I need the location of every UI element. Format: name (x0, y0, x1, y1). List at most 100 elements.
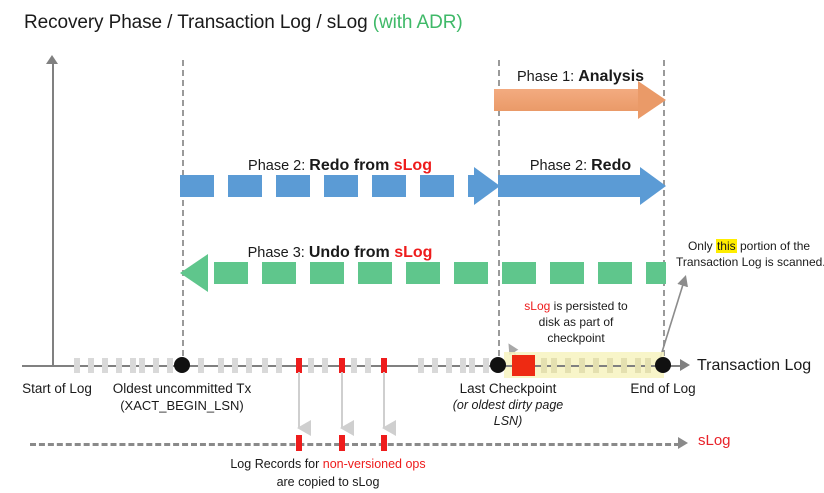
phase-3-arrow (180, 254, 666, 292)
guide-last-checkpoint (498, 60, 500, 366)
copy-arrows-group (297, 372, 396, 436)
log-record-tick (167, 358, 173, 373)
dash-segment (262, 262, 296, 284)
log-record-tick (218, 358, 224, 373)
dash-segment (358, 262, 392, 284)
transaction-log-arrowhead-icon (680, 359, 690, 371)
slog-arrowhead-icon (678, 437, 688, 449)
log-record-tick-nonversioned (339, 358, 345, 373)
dash-segment (550, 262, 584, 284)
log-record-tick (469, 358, 475, 373)
callout-slog-persist-line3: checkpoint (547, 331, 605, 346)
bottom-note-copied-to-slog: Log Records for non-versioned ops are co… (178, 456, 478, 491)
page-title-main: Recovery Phase / Transaction Log / sLog (24, 12, 373, 33)
slog-axis (30, 443, 680, 446)
log-record-tick (153, 358, 159, 373)
phase-2-name: Redo (591, 157, 632, 174)
log-record-tick (579, 358, 585, 373)
dash-segment (276, 175, 310, 197)
guide-oldest-uncommitted-tx (182, 60, 184, 366)
callout-slog-persist-line2: disk as part of (538, 315, 614, 330)
log-record-tick (88, 358, 94, 373)
phase-2-arrow (498, 167, 666, 205)
bottom-note-line1: Log Records for non-versioned ops (178, 456, 478, 474)
node-oldest-uncommitted-tx (174, 357, 190, 373)
phase-2-slog-arrow (180, 167, 500, 205)
callout-scanned-leader-icon (657, 274, 688, 366)
dash-segment (454, 262, 488, 284)
oldest-uncommitted-tx-line1: Oldest uncommitted Tx (112, 381, 252, 396)
page-title-adr: (with ADR) (372, 12, 463, 33)
dash-segment (598, 262, 632, 284)
last-checkpoint-line3: LSN) (493, 413, 523, 428)
phase-3-prefix: Phase 3: (247, 245, 309, 261)
end-of-log-line1: End of Log (630, 381, 696, 396)
phase-2-slog-prefix: Phase 2: (248, 158, 310, 174)
y-axis (52, 62, 54, 366)
label-start-of-log: Start of Log (12, 381, 102, 398)
dash-segment (468, 175, 474, 197)
phase-2-slog-name: Redo from (309, 157, 394, 174)
bottom-note-red: non-versioned ops (322, 457, 426, 471)
phase-1-arrow-head-icon (638, 81, 666, 119)
log-record-tick (541, 358, 547, 373)
node-last-checkpoint (490, 357, 506, 373)
callout-scanned-highlight: this (715, 239, 737, 253)
phase-2-label: Phase 2: Redo (498, 157, 663, 175)
y-axis-arrowhead-icon (46, 55, 58, 64)
log-record-tick (262, 358, 268, 373)
callout-scanned-post: portion of the (736, 239, 811, 253)
log-record-tick (116, 358, 122, 373)
dash-segment (502, 262, 536, 284)
callout-slog-persist: sLog is persisted to disk as part of che… (506, 298, 646, 347)
node-end-of-log (655, 357, 671, 373)
log-record-tick (246, 358, 252, 373)
log-record-tick (102, 358, 108, 373)
phase-1-label: Phase 1: Analysis (498, 68, 663, 86)
phase-3-name: Undo from (308, 244, 395, 261)
log-record-tick (621, 358, 627, 373)
callout-scanned-line2: Transaction Log is scanned. (676, 255, 824, 270)
log-record-tick (351, 358, 357, 373)
phase-2-prefix: Phase 2: (529, 158, 592, 174)
log-record-tick (432, 358, 438, 373)
log-record-tick (460, 358, 466, 373)
phase-2-arrow-head-icon (640, 167, 666, 205)
log-record-tick-nonversioned (381, 358, 387, 373)
last-checkpoint-line1: Last Checkpoint (459, 381, 557, 396)
phase-2-slog-suffix: sLog (393, 157, 432, 174)
log-record-tick (635, 358, 641, 373)
transaction-log-label: Transaction Log (697, 357, 812, 374)
slog-checkpoint-marker (512, 355, 535, 376)
phase-3-suffix: sLog (394, 244, 433, 261)
phase-2-slog-arrow-head-icon (474, 167, 500, 205)
phase-2-arrow-shaft (498, 175, 640, 197)
oldest-uncommitted-tx-line2: (XACT_BEGIN_LSN) (120, 397, 244, 413)
dash-segment (646, 262, 666, 284)
log-record-tick (607, 358, 613, 373)
label-oldest-uncommitted-tx: Oldest uncommitted Tx (XACT_BEGIN_LSN) (92, 381, 272, 414)
dash-segment (310, 262, 344, 284)
log-record-tick (74, 358, 80, 373)
log-record-tick-nonversioned (296, 358, 302, 373)
dash-segment (180, 175, 214, 197)
last-checkpoint-line2: (or oldest dirty page (452, 397, 564, 412)
dash-segment (372, 175, 406, 197)
guide-end-of-log (663, 60, 665, 366)
slog-record-tick (296, 435, 302, 451)
callout-slog-persist-red: sLog (524, 299, 551, 313)
log-record-tick (139, 358, 145, 373)
log-record-tick (551, 358, 557, 373)
log-record-tick (593, 358, 599, 373)
bottom-note-line2: are copied to sLog (276, 474, 380, 489)
callout-scanned-pre: Only (687, 239, 716, 253)
phase-1-arrow-shaft (494, 89, 638, 111)
callout-slog-persist-rest: is persisted to (550, 299, 628, 313)
log-record-tick (565, 358, 571, 373)
slog-record-tick (339, 435, 345, 451)
phase-1-name: Analysis (578, 68, 645, 85)
log-record-tick (365, 358, 371, 373)
log-record-tick (418, 358, 424, 373)
page-title: Recovery Phase / Transaction Log / sLog … (24, 12, 463, 34)
log-record-tick (276, 358, 282, 373)
